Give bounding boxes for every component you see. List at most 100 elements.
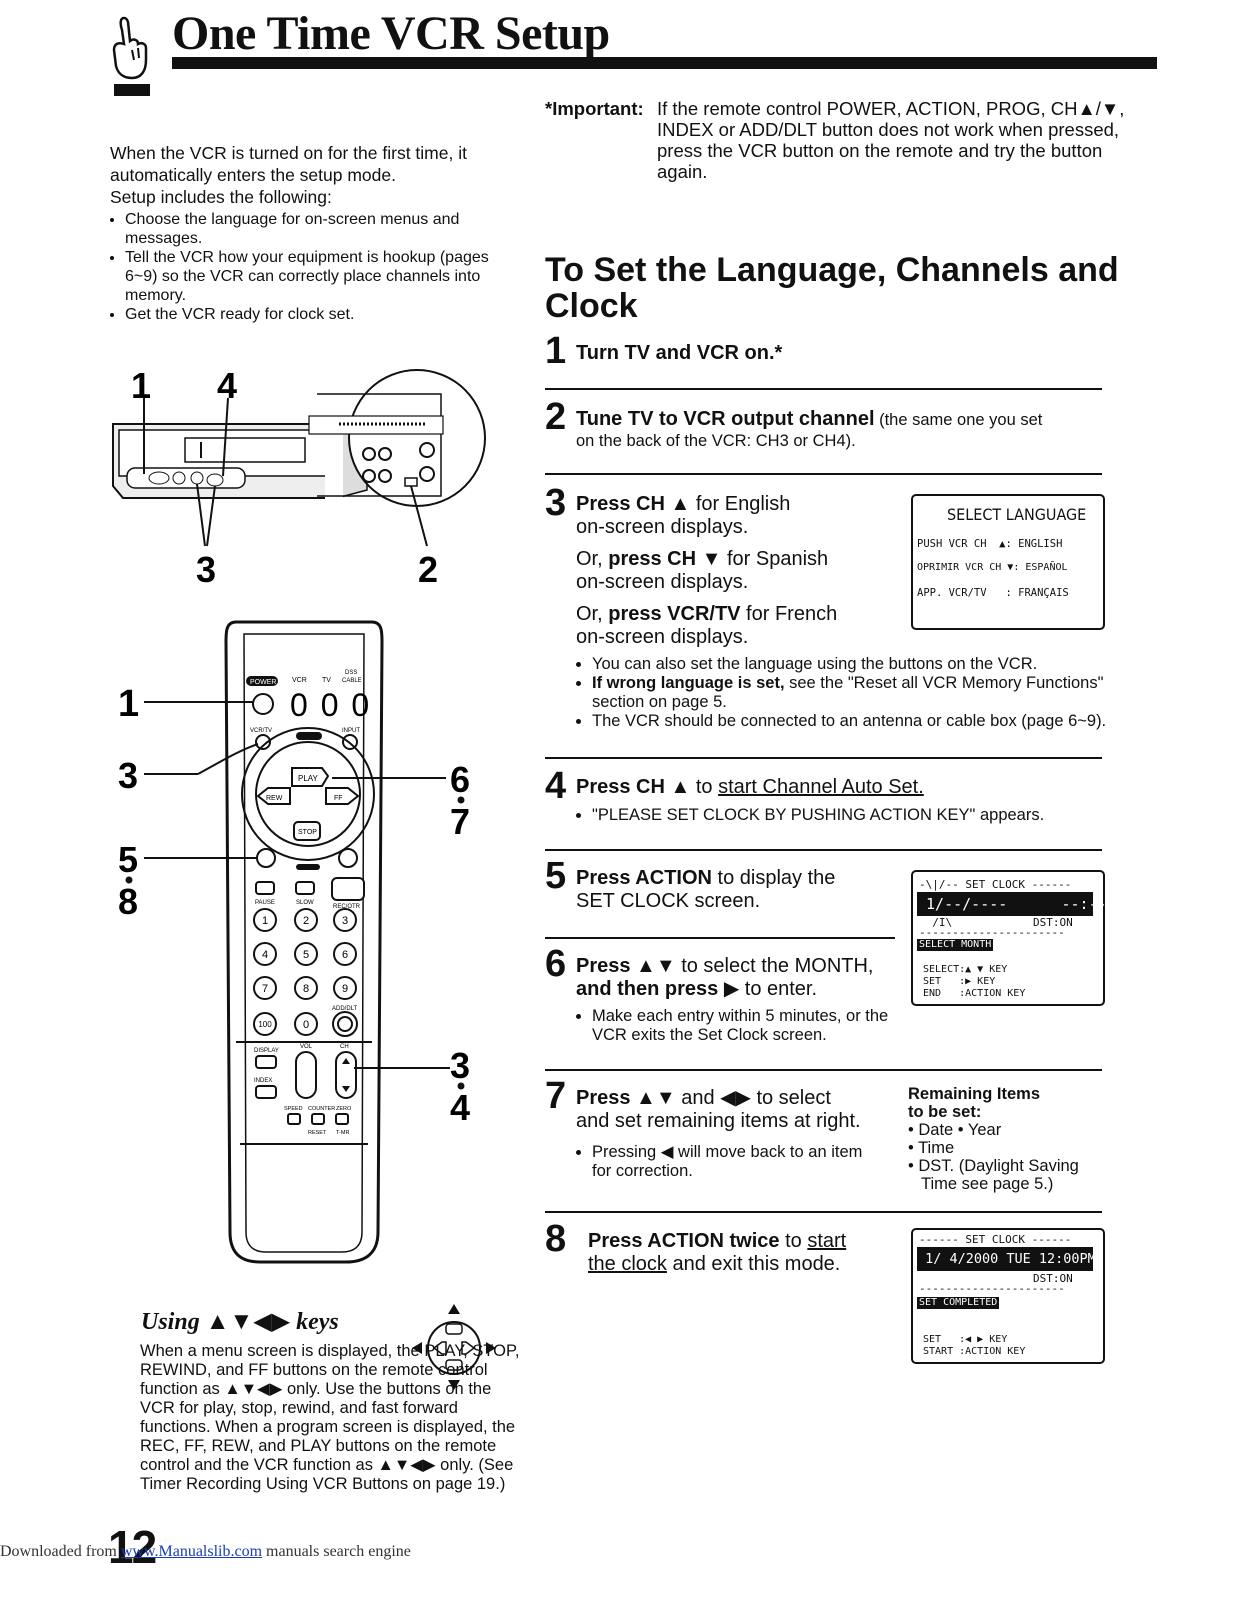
list-item: • DST. (Daylight Saving — [908, 1157, 1079, 1175]
osd-key: SET :◀ ▶ KEY — [923, 1334, 1008, 1345]
osd-line: PUSH VCR CH ▲: ENGLISH — [917, 538, 1063, 550]
step-2-line2: on the back of the VCR: CH3 or CH4). — [576, 432, 856, 450]
step-3-or: Or, — [576, 603, 609, 625]
step-6-bold: Press ▲▼ — [576, 955, 676, 977]
remote-callout-5: 5 — [118, 839, 138, 880]
osd-badge: SET COMPLETED — [917, 1297, 1000, 1309]
list-item: The VCR should be connected to an antenn… — [592, 712, 1116, 731]
display-label: DISPLAY — [254, 1048, 279, 1054]
osd-badge: SELECT MONTH — [917, 939, 994, 951]
intro-bullets: Choose the language for on-screen menus … — [110, 210, 510, 324]
osd-header: ------ SET CLOCK ------ — [919, 1233, 1072, 1246]
remote-callout-3: 3 — [118, 755, 138, 796]
page-number: 12 — [108, 1521, 157, 1573]
footer-link[interactable]: www.Manualslib.com — [120, 1543, 263, 1560]
step-3-notes: You can also set the language using the … — [576, 655, 1116, 731]
list-item: • Date • Year — [908, 1121, 1002, 1139]
step-6-notes: Make each entry within 5 minutes, or the… — [576, 1007, 906, 1045]
step-6-bold2: and then press ▶ — [576, 978, 740, 1000]
step-8-bold: Press ACTION twice — [588, 1230, 780, 1252]
note-rest: see the "Reset all VCR Memory Functions"… — [592, 674, 1104, 711]
footer: Downloaded from www.Manualslib.com manua… — [0, 1543, 411, 1561]
step-4-mid: to — [690, 776, 719, 798]
step-3-spanish-bold: press CH ▼ — [608, 548, 722, 570]
list-item: Get the VCR ready for clock set. — [125, 305, 510, 324]
osd-divider: ---------------------- — [919, 1282, 1065, 1295]
step-3-english-bold: Press CH ▲ — [576, 493, 691, 515]
divider — [545, 388, 1102, 390]
step-2-bold: Tune TV to VCR output channel — [576, 408, 875, 430]
intro-paragraph: When the VCR is turned on for the first … — [110, 143, 467, 185]
step-8-underlined: start — [807, 1230, 847, 1252]
osd-key: SELECT:▲ ▼ KEY — [923, 964, 1008, 975]
step-3-or: Or, — [576, 548, 609, 570]
power-label: POWER — [250, 679, 276, 686]
step-3-spanish-line2: on-screen displays. — [576, 571, 749, 593]
step-number: 8 — [545, 1218, 567, 1260]
intro-setup-label: Setup includes the following: — [110, 187, 332, 207]
osd-select-language: SELECT LANGUAGE PUSH VCR CH ▲: ENGLISH O… — [911, 494, 1105, 630]
osd-set-clock: -\|/-- SET CLOCK ------ 1/--/---- --:-- … — [911, 870, 1107, 1006]
list-item: Pressing ◀ will move back to an item for… — [592, 1143, 876, 1181]
remaining-items: Remaining Items to be set: • Date • Year… — [908, 1085, 1108, 1193]
step-6-rest: to select the MONTH, — [675, 955, 874, 977]
step-8-underlined2: the clock — [588, 1253, 667, 1275]
list-item: Choose the language for on-screen menus … — [125, 210, 510, 248]
footer-post: manuals search engine — [262, 1543, 411, 1560]
divider — [545, 473, 1102, 475]
list-item: Tell the VCR how your equipment is hooku… — [125, 248, 510, 305]
step-4-notes: "PLEASE SET CLOCK BY PUSHING ACTION KEY"… — [576, 806, 1116, 825]
osd-date-bar: 1/ 4/2000 TUE 12:00PM — [917, 1247, 1096, 1271]
step-5: 5 Press ACTION to display the SET CLOCK … — [545, 857, 895, 917]
list-item: You can also set the language using the … — [592, 655, 1116, 674]
adddlt-label: ADD/DLT — [332, 1006, 358, 1012]
step-number: 3 — [545, 482, 567, 524]
step-3-french-line2: on-screen displays. — [576, 626, 749, 648]
step-2-rest: (the same one you set — [874, 411, 1043, 429]
step-6: 6 Press ▲▼ to select the MONTH, and then… — [545, 945, 905, 1045]
vcr-label: VCR — [292, 677, 307, 684]
pointing-hand-icon — [112, 16, 150, 96]
list-item: If wrong language is set, see the "Reset… — [592, 674, 1116, 712]
vol-label: VOL — [300, 1044, 313, 1050]
important-label: *Important: — [545, 98, 644, 119]
osd-dst: DST:ON — [1033, 1272, 1073, 1285]
remote-callout-3b: 3 — [450, 1045, 470, 1086]
step-4-bold: Press CH ▲ — [576, 776, 691, 798]
step-7-notes: Pressing ◀ will move back to an item for… — [576, 1143, 876, 1181]
remaining-title: Remaining Items — [908, 1085, 1041, 1103]
osd-dst: DST:ON — [1033, 916, 1073, 929]
step-7-rest: to select — [750, 1087, 831, 1109]
remote-callout-8: 8 — [118, 881, 138, 922]
speed-label: SPEED — [284, 1106, 303, 1112]
using-keys-title: Using ▲▼◀▶ keys — [141, 1309, 339, 1335]
osd-key: END :ACTION KEY — [923, 988, 1026, 999]
step-3: 3 Press CH ▲ for English on-screen displ… — [545, 482, 1106, 744]
osd-line: APP. VCR/TV : FRANÇAIS — [917, 587, 1069, 599]
step-number: 7 — [545, 1075, 567, 1117]
step-7-bold2: ◀▶ — [720, 1087, 751, 1109]
step-7-bold: Press ▲▼ — [576, 1087, 676, 1109]
step-3-spanish-rest: for Spanish — [721, 548, 829, 570]
step-8-rest: and exit this mode. — [666, 1253, 841, 1275]
page-title: One Time VCR Setup — [172, 7, 610, 60]
step-3-english-rest: for English — [690, 493, 791, 515]
callout-1: 1 — [131, 365, 151, 406]
step-1-text: Turn TV and VCR on.* — [576, 342, 783, 364]
step-number: 1 — [545, 330, 567, 372]
osd-title: SELECT LANGUAGE — [947, 505, 1087, 524]
osd-header: -\|/-- SET CLOCK ------ — [919, 878, 1072, 891]
callout-4: 4 — [217, 365, 237, 406]
step-7-line2: and set remaining items at right. — [576, 1110, 861, 1132]
list-item: Time see page 5.) — [921, 1175, 1054, 1193]
osd-key: START :ACTION KEY — [923, 1346, 1026, 1357]
step-8: 8 Press ACTION twice to start the clock … — [545, 1220, 905, 1280]
ff-label: FF — [334, 795, 343, 802]
osd-line: OPRIMIR VCR CH ▼: ESPAÑOL — [917, 562, 1068, 573]
step-number: 4 — [545, 765, 567, 807]
important-note: *Important: If the remote control POWER,… — [545, 98, 1145, 182]
key-0: 0 — [303, 1019, 309, 1031]
key-5: 5 — [303, 949, 309, 961]
divider — [545, 757, 1102, 759]
title-rule — [172, 57, 1157, 69]
